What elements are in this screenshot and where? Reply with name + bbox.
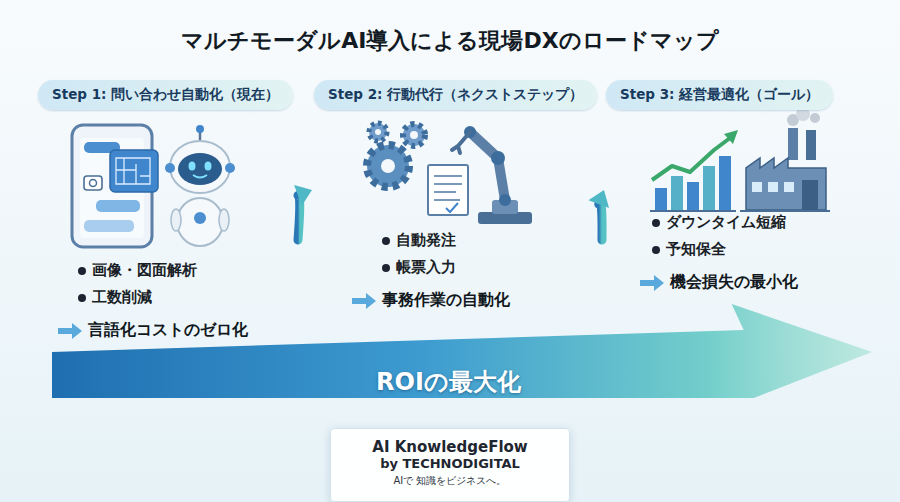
step-pill: Step 1: 問い合わせ自動化（現在） [38,80,293,110]
robot-arm-illustration [452,126,532,224]
result-item: 機会損失の最小化 [640,272,798,293]
bullet-item: 予知保全 [652,239,726,259]
bullet-dot [652,246,660,254]
step-column: Step 3: 経営最適化（ゴール） ダウンタイム短縮予知保全機会損失の最小化 [604,80,866,300]
arrow-shaft [298,195,300,240]
roi-label: ROIの最大化 [376,366,521,398]
bullet-item: 工数削減 [78,287,152,307]
result-arrow-icon [352,293,376,309]
result-arrow-icon [640,275,664,291]
result-arrow-shape [640,275,664,291]
brand-box: AI KnowledgeFlowby TECHNODIGITAL AIで 知識をビ… [330,428,570,502]
bullet-item: 帳票入力 [382,257,456,277]
step-pill: Step 2: 行動代行（ネクストステップ） [314,80,597,110]
phone-illustration [72,125,158,247]
bullet-dot [78,294,86,302]
bullet-dot [382,237,390,245]
bullet-text: 自動発注 [396,231,456,249]
bullet-dot [382,264,390,272]
bullet-item: 自動発注 [382,230,456,250]
roi-arrow: ROIの最大化 [52,300,874,400]
document-illustration [428,165,468,215]
bullet-text: ダウンタイム短縮 [666,213,786,231]
factory-illustration [740,107,830,211]
roi-arrow-body [52,304,872,398]
step-connector [294,185,312,240]
result-text: 事務作業の自動化 [382,290,510,309]
arrow-shaft [599,202,602,240]
bullet-text: 帳票入力 [396,258,456,276]
bullet-item: ダウンタイム短縮 [652,212,786,232]
diagram-title: マルチモーダルAI導入による現場DXのロードマップ [0,26,900,56]
brand-text: AI KnowledgeFlow [341,438,559,456]
bullet-text: 工数削減 [92,288,152,306]
result-arrow-shape [58,323,82,339]
arrow-head [588,190,609,208]
step-column: Step 1: 問い合わせ自動化（現在） 画像・図面解析工数削減言語化コストのゼロ… [30,80,298,348]
bullet-item: 画像・図面解析 [78,260,197,280]
result-arrow-icon [58,323,82,339]
bullet-dot [78,267,86,275]
brand-text: AIで 知識をビジネスへ。 [341,474,559,488]
result-text: 言語化コストのゼロ化 [88,320,248,339]
result-item: 言語化コストのゼロ化 [58,320,248,341]
arrow-head [294,185,312,206]
bullet-text: 画像・図面解析 [92,261,197,279]
brand-text: by TECHNODIGITAL [341,456,559,471]
bullet-dot [652,219,660,227]
robot-illustration [165,125,235,246]
step-column: Step 2: 行動代行（ネクストステップ） 自動発注帳票入力事務作業の自動化 [312,80,602,318]
step-connector [588,190,609,240]
gears-illustration [367,123,425,187]
chart-illustration [650,130,738,211]
result-text: 機会損失の最小化 [670,272,798,291]
result-item: 事務作業の自動化 [352,290,510,311]
step-pill: Step 3: 経営最適化（ゴール） [606,80,833,110]
bullet-text: 予知保全 [666,240,726,258]
result-arrow-shape [352,293,376,309]
